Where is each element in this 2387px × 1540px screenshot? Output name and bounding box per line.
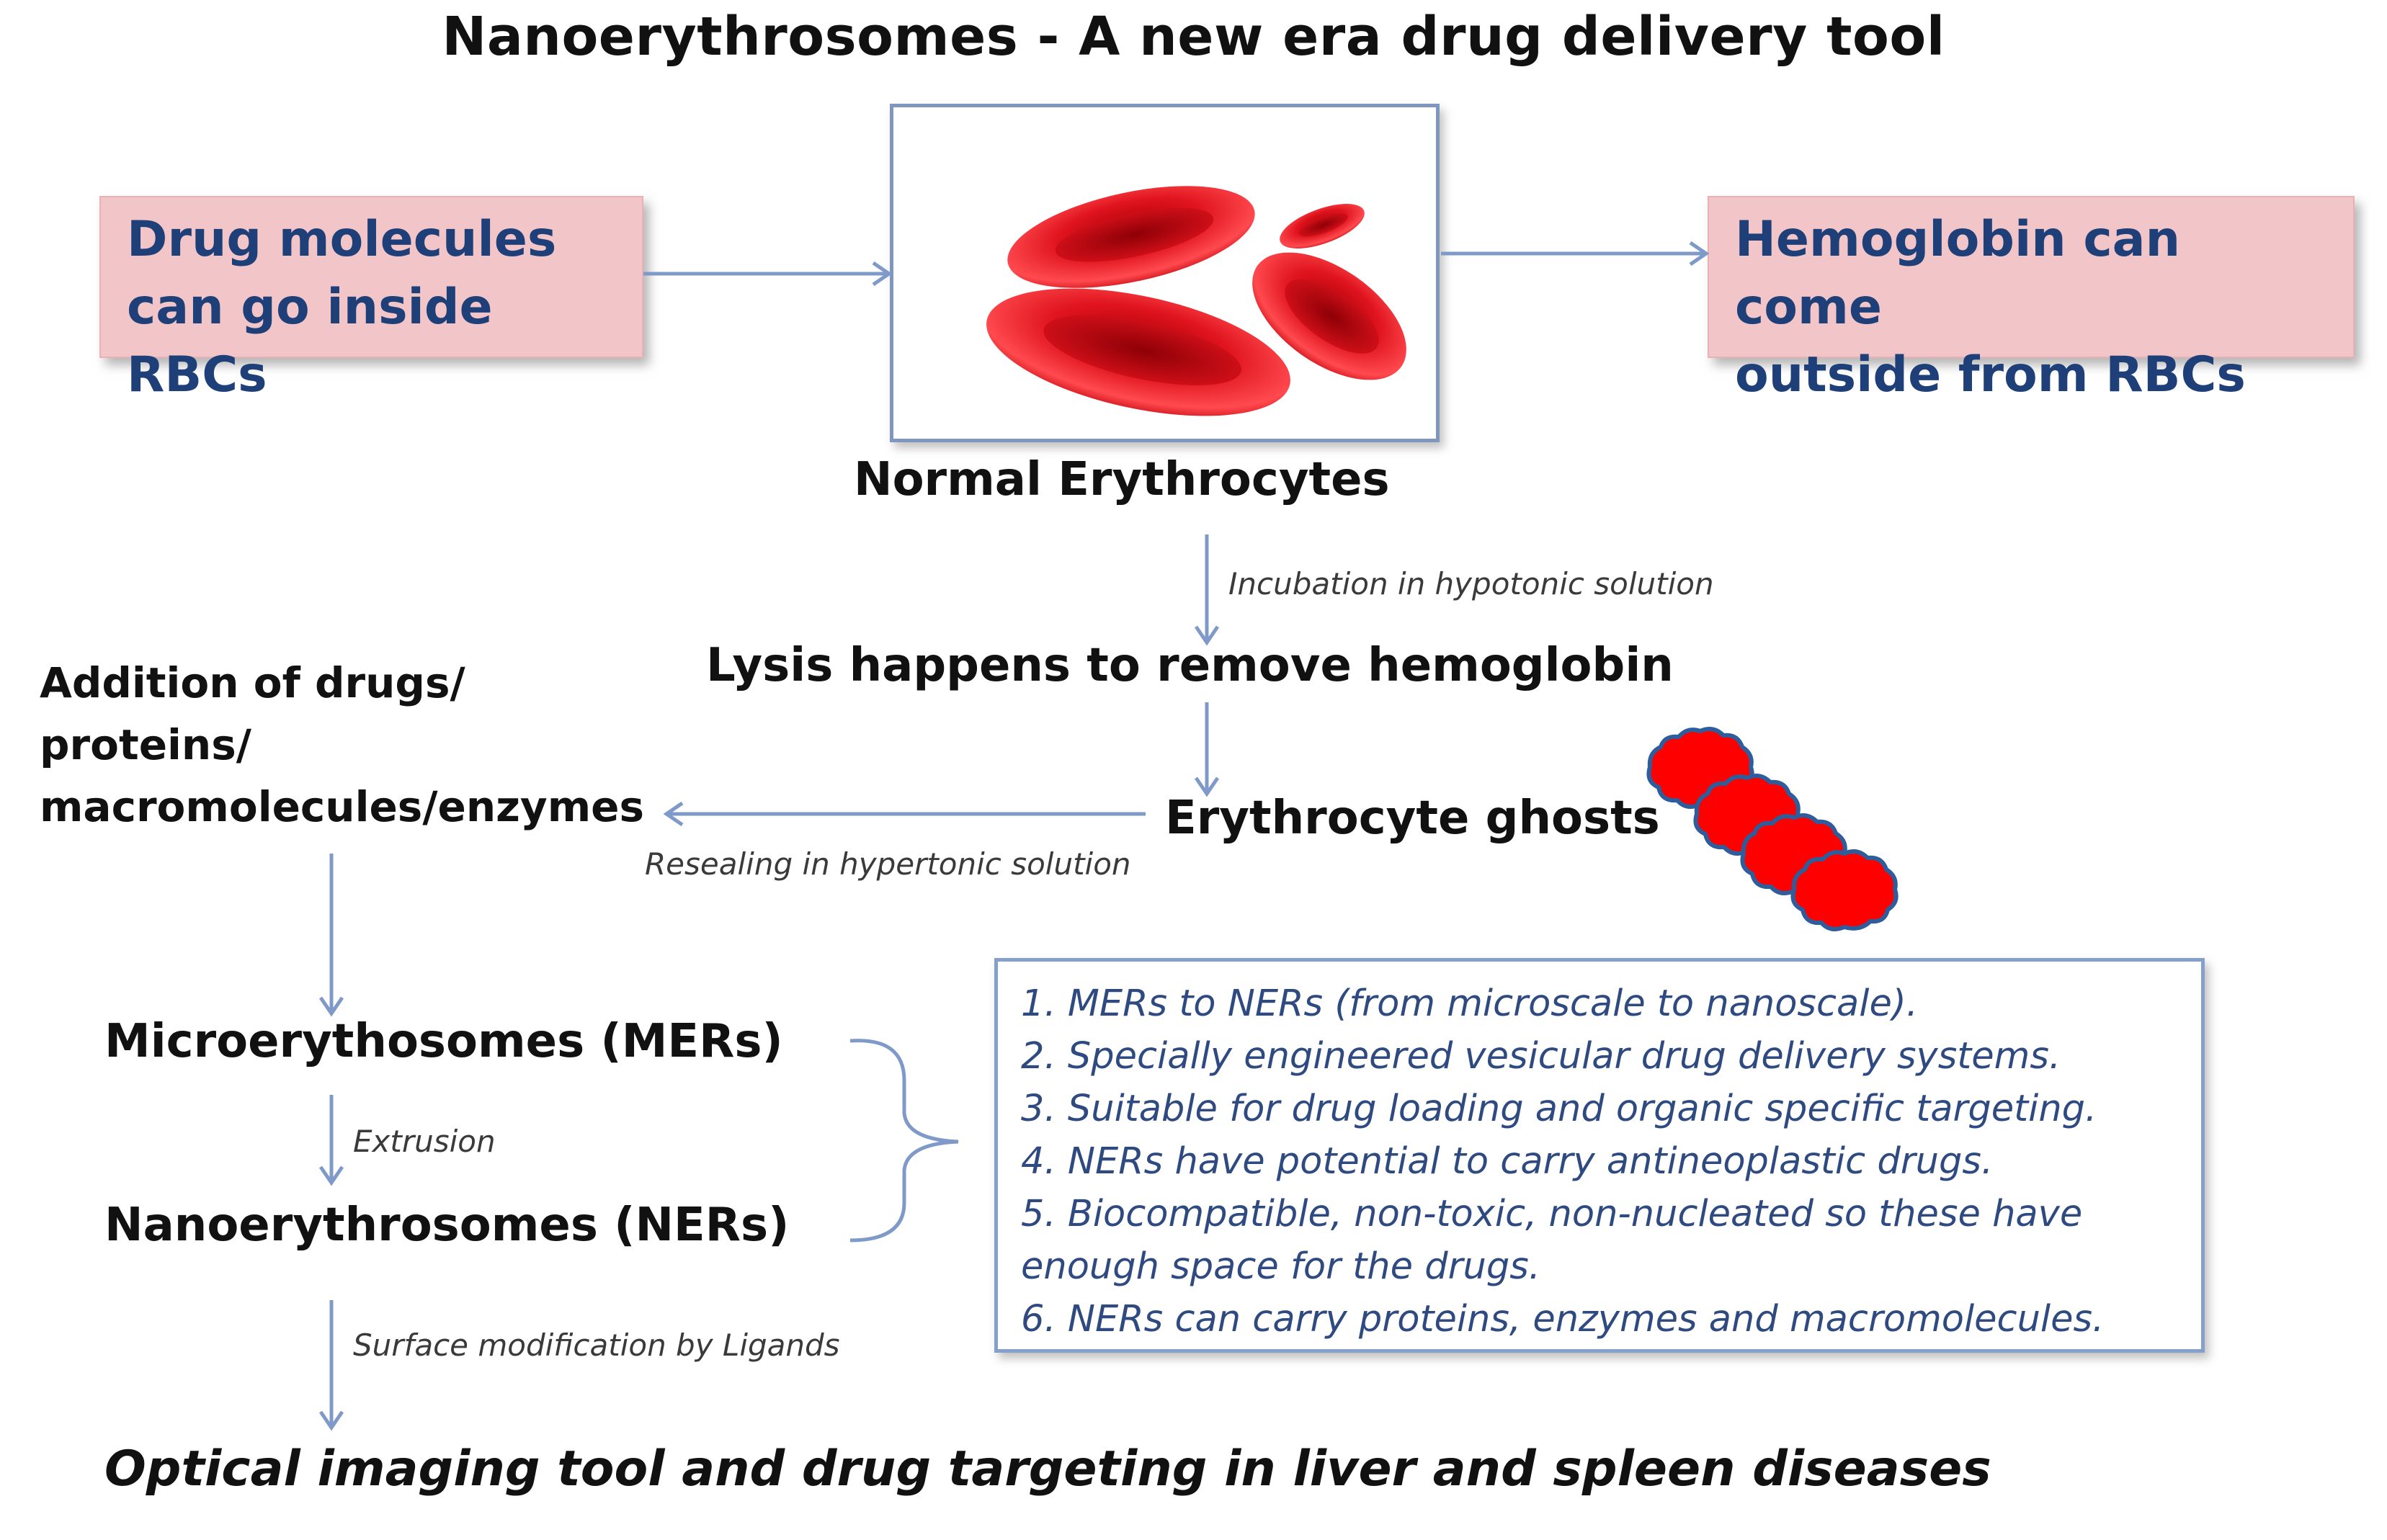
- surface-modification-note: Surface modification by Ligands: [353, 1328, 840, 1363]
- property-item-5-cont: enough space for the drugs.: [1021, 1245, 1541, 1288]
- erythrocyte-ghosts-label: Erythrocyte ghosts: [1165, 792, 1660, 845]
- arrow-ners-to-final-head: [318, 1410, 344, 1431]
- incubation-note: Incubation in hypotonic solution: [1228, 566, 1714, 601]
- hemoglobin-outside-box: Hemoglobin can come outside from RBCs: [1708, 196, 2355, 403]
- arrow-normal-to-lysis-head: [1194, 625, 1220, 646]
- red-blood-cell-1: [1007, 186, 1255, 288]
- arrow-ghosts-to-addition-head: [663, 801, 684, 827]
- addition-line3: macromolecules/enzymes: [40, 782, 644, 831]
- red-blood-cell-4: [986, 288, 1290, 416]
- arrow-mers-to-ners-head: [318, 1165, 344, 1186]
- arrow-rbc-to-hemoglobin-head: [1689, 241, 1710, 267]
- extrusion-note: Extrusion: [353, 1124, 496, 1159]
- hemoglobin-outside-line2: outside from RBCs: [1735, 346, 2246, 403]
- arrow-addition-to-mers-head: [318, 996, 344, 1017]
- resealing-note: Resealing in hypertonic solution: [645, 846, 1131, 882]
- property-item-1: 1. MERs to NERs (from microscale to nano…: [1021, 982, 1918, 1025]
- rbc-image-frame: [890, 104, 1440, 442]
- addition-label: Addition of drugs/ proteins/ macromolecu…: [40, 652, 644, 838]
- lysis-label: Lysis happens to remove hemoglobin: [706, 639, 1674, 692]
- property-item-2: 2. Specially engineered vesicular drug d…: [1021, 1035, 2061, 1078]
- ners-label: Nanoerythrosomes (NERs): [104, 1199, 790, 1252]
- property-item-6: 6. NERs can carry proteins, enzymes and …: [1021, 1298, 2105, 1340]
- ghost-cell-4: [1790, 849, 1899, 931]
- property-item-4: 4. NERs have potential to carry antineop…: [1021, 1140, 1994, 1183]
- property-item-5: 5. Biocompatible, non-toxic, non-nucleat…: [1021, 1193, 2083, 1235]
- property-item-3: 3. Suitable for drug loading and organic…: [1021, 1088, 2097, 1130]
- red-blood-cell-3: [1252, 252, 1406, 380]
- drug-inside-box: Drug molecules can go inside RBCs: [99, 196, 643, 403]
- curly-brace: [849, 1039, 959, 1243]
- drug-inside-line2: can go inside RBCs: [127, 279, 493, 403]
- mers-label: Microerythosomes (MERs): [104, 1015, 783, 1068]
- erythrocyte-ghost-cells: [1646, 727, 1899, 931]
- drug-inside-line1: Drug molecules: [127, 211, 557, 268]
- normal-erythrocytes-label: Normal Erythrocytes: [854, 453, 1390, 506]
- final-application-label: Optical imaging tool and drug targeting …: [104, 1441, 1991, 1498]
- addition-line2: proteins/: [40, 720, 251, 769]
- diagram-title: Nanoerythrosomes - A new era drug delive…: [442, 6, 1945, 68]
- addition-line1: Addition of drugs/: [40, 658, 465, 707]
- arrow-drug-to-rbc-head: [872, 261, 893, 287]
- ners-properties-box: 1. MERs to NERs (from microscale to nano…: [994, 958, 2205, 1353]
- hemoglobin-outside-line1: Hemoglobin can come: [1735, 211, 2180, 336]
- red-blood-cell-2: [1280, 204, 1365, 249]
- red-blood-cells-image: [986, 186, 1406, 416]
- arrow-lysis-to-ghosts-head: [1194, 776, 1220, 797]
